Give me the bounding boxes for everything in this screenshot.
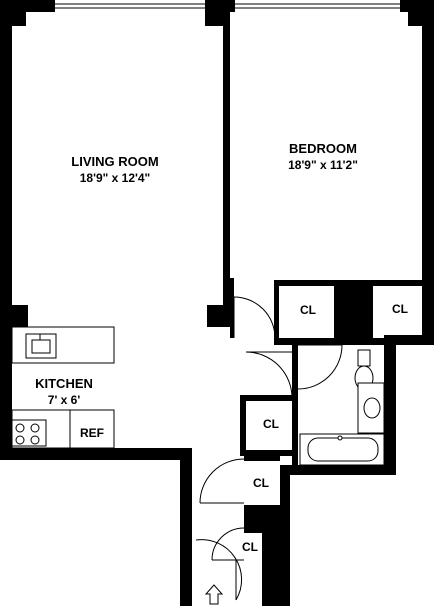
closet-label: CL — [300, 303, 316, 317]
closet-label: CL — [263, 417, 279, 431]
interior-walls — [12, 12, 422, 473]
bathroom-fixtures — [299, 349, 385, 466]
toilet-tank-icon — [357, 349, 371, 367]
bedroom-dims: 18'9" x 11'2" — [288, 158, 358, 172]
closet-label: CL — [253, 476, 269, 490]
sink-icon — [25, 333, 57, 359]
basin-icon — [363, 397, 381, 419]
closet-label: CL — [392, 302, 408, 316]
door-swings — [195, 296, 343, 601]
closet-label: CL — [242, 540, 258, 554]
bedroom-label: BEDROOM — [289, 141, 357, 156]
kitchen-label: KITCHEN — [35, 376, 93, 391]
entry-arrow-icon — [204, 584, 224, 605]
refrigerator-label: REF — [80, 426, 104, 440]
kitchen-counters — [11, 326, 115, 449]
living-room-dims: 18'9" x 12'4" — [80, 171, 150, 185]
living-room-label: LIVING ROOM — [71, 154, 158, 169]
kitchen-dims: 7' x 6' — [48, 393, 81, 407]
